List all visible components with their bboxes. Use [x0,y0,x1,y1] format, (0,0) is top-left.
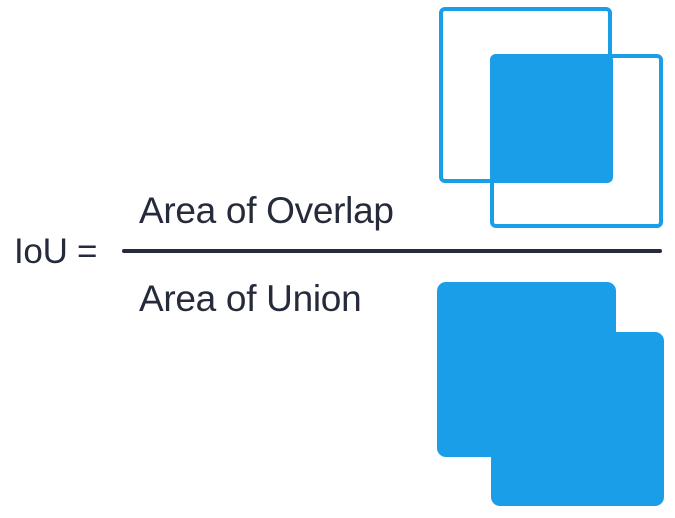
formula-denominator: Area of Union [139,278,362,319]
formula-lhs: IoU = [14,232,98,271]
fraction-bar [122,249,662,253]
union-box-b-fill [491,332,664,506]
intersection-fill [490,54,613,183]
formula-numerator: Area of Overlap [139,190,394,231]
